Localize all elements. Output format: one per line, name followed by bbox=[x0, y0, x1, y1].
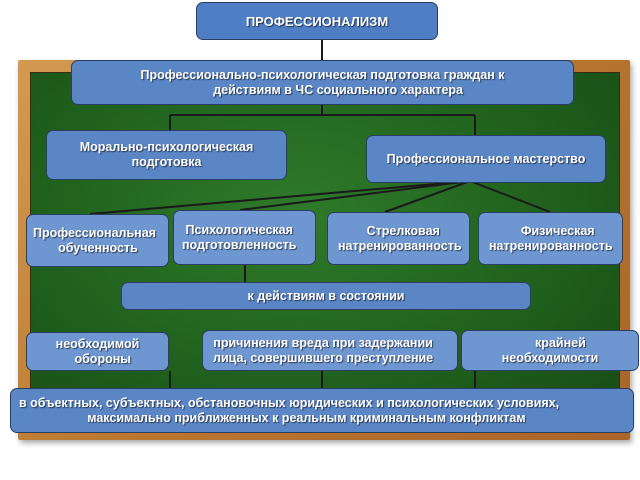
component-professional: Профессиональная обученность bbox=[26, 214, 169, 267]
condition-defense: необходимой обороны bbox=[26, 332, 169, 371]
component-shooting: Стрелковая натренированность bbox=[327, 212, 470, 265]
footer-box: в объектных, субъектных, обстановочных ю… bbox=[10, 388, 634, 433]
connector-fan-4 bbox=[469, 180, 551, 213]
moral-box: Морально-психологическая подготовка bbox=[46, 130, 287, 180]
title-box: ПРОФЕССИОНАЛИЗМ bbox=[196, 2, 438, 40]
connector-fan-1 bbox=[89, 180, 471, 215]
component-psychological: Психологическая подготовленность bbox=[173, 210, 316, 265]
connector-fan-2 bbox=[239, 180, 471, 211]
level1-box: Профессионально-психологическая подготов… bbox=[71, 60, 574, 105]
condition-detention: причинения вреда при задержании лица, со… bbox=[202, 330, 458, 371]
mastery-box: Профессиональное мастерство bbox=[366, 135, 606, 183]
condition-necessity: крайней необходимости bbox=[461, 330, 639, 371]
connector-fan-3 bbox=[384, 180, 471, 213]
component-physical: Физическая натренированность bbox=[478, 212, 623, 265]
situation-box: к действиям в состоянии bbox=[121, 282, 531, 310]
